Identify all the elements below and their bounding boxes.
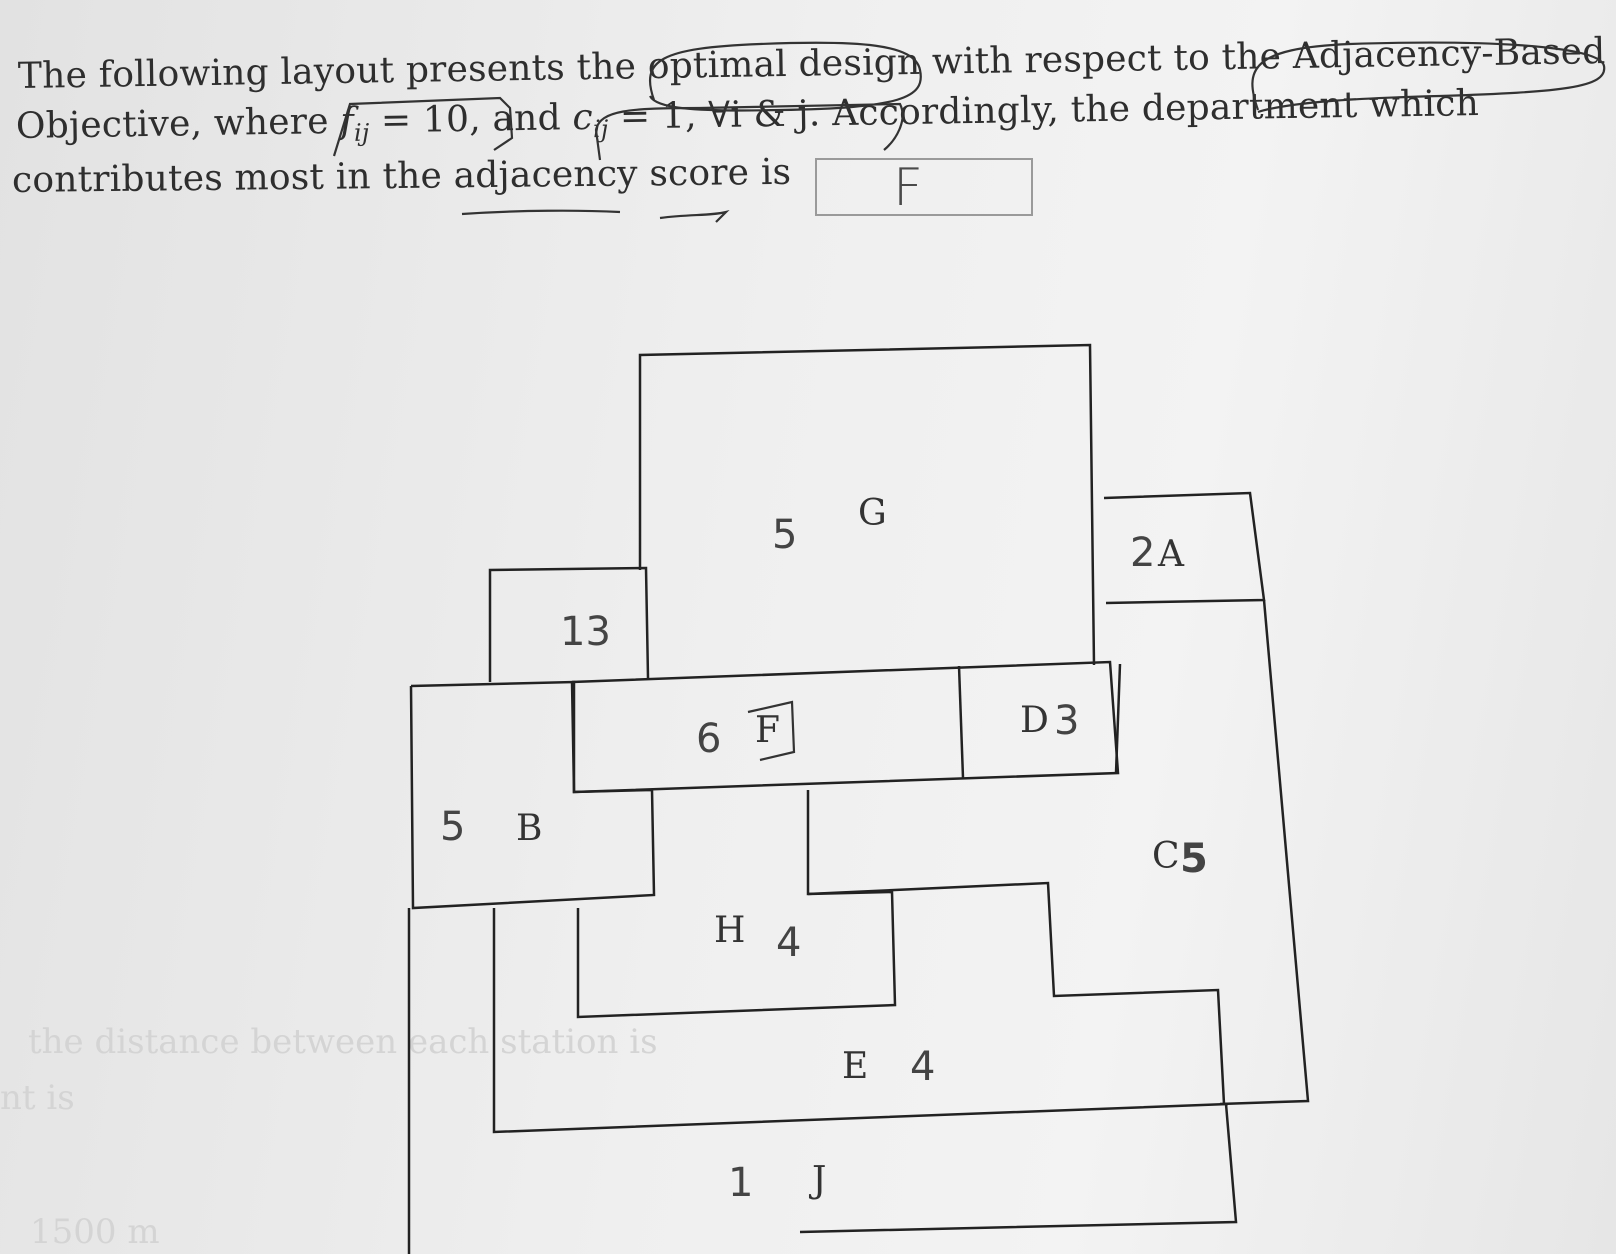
dept-label-H: H <box>714 910 745 951</box>
dept-label-F: F <box>755 710 780 751</box>
circle-optimal-design <box>649 41 922 112</box>
count-D: 3 <box>1054 698 1079 744</box>
count-J: 1 <box>728 1160 753 1206</box>
dept-label-A: A <box>1157 534 1185 575</box>
bracket-cij <box>594 102 904 161</box>
answer-input-box[interactable] <box>815 158 1033 216</box>
dept-label-G: G <box>858 493 887 534</box>
bleed-text-1: the distance between each station is <box>28 1022 658 1062</box>
dept-I-boundary <box>488 566 650 682</box>
count-C: 5 <box>1180 836 1208 882</box>
count-H: 4 <box>776 920 801 966</box>
dept-label-J: J <box>808 1160 826 1201</box>
underline-adjacency <box>461 209 621 216</box>
dept-label-E: E <box>842 1046 868 1087</box>
count-F: 6 <box>696 716 721 762</box>
dept-C-boundary <box>1219 599 1310 1106</box>
dept-J-bottom <box>799 1103 1238 1234</box>
dept-B-boundary <box>409 680 656 910</box>
circle-adjacency-based <box>1251 41 1606 114</box>
dept-A-boundary <box>1103 491 1266 605</box>
count-G: 5 <box>772 512 797 558</box>
dept-H-C-step <box>806 790 1226 1105</box>
dept-label-D: D <box>1020 700 1049 741</box>
dept-C-inner <box>1114 663 1122 774</box>
box-around-F <box>747 700 796 762</box>
underline-score <box>659 209 730 223</box>
dept-label-C: C <box>1152 836 1180 877</box>
count-E: 4 <box>910 1044 935 1090</box>
dept-E-boundary <box>492 908 1229 1134</box>
dept-label-B: B <box>516 808 542 849</box>
dept-F-D-divider <box>957 665 965 779</box>
count-A: 2 <box>1130 530 1155 576</box>
count-I: 13 <box>560 609 611 655</box>
dept-G-boundary <box>638 343 1096 666</box>
bleed-text-3: 1500 m <box>30 1212 160 1252</box>
bracket-fij <box>332 96 514 157</box>
answer-handwritten: F <box>893 158 923 218</box>
count-B: 5 <box>440 804 465 850</box>
bleed-text-2: nt is <box>0 1078 75 1118</box>
dept-H-boundary <box>576 890 897 1019</box>
